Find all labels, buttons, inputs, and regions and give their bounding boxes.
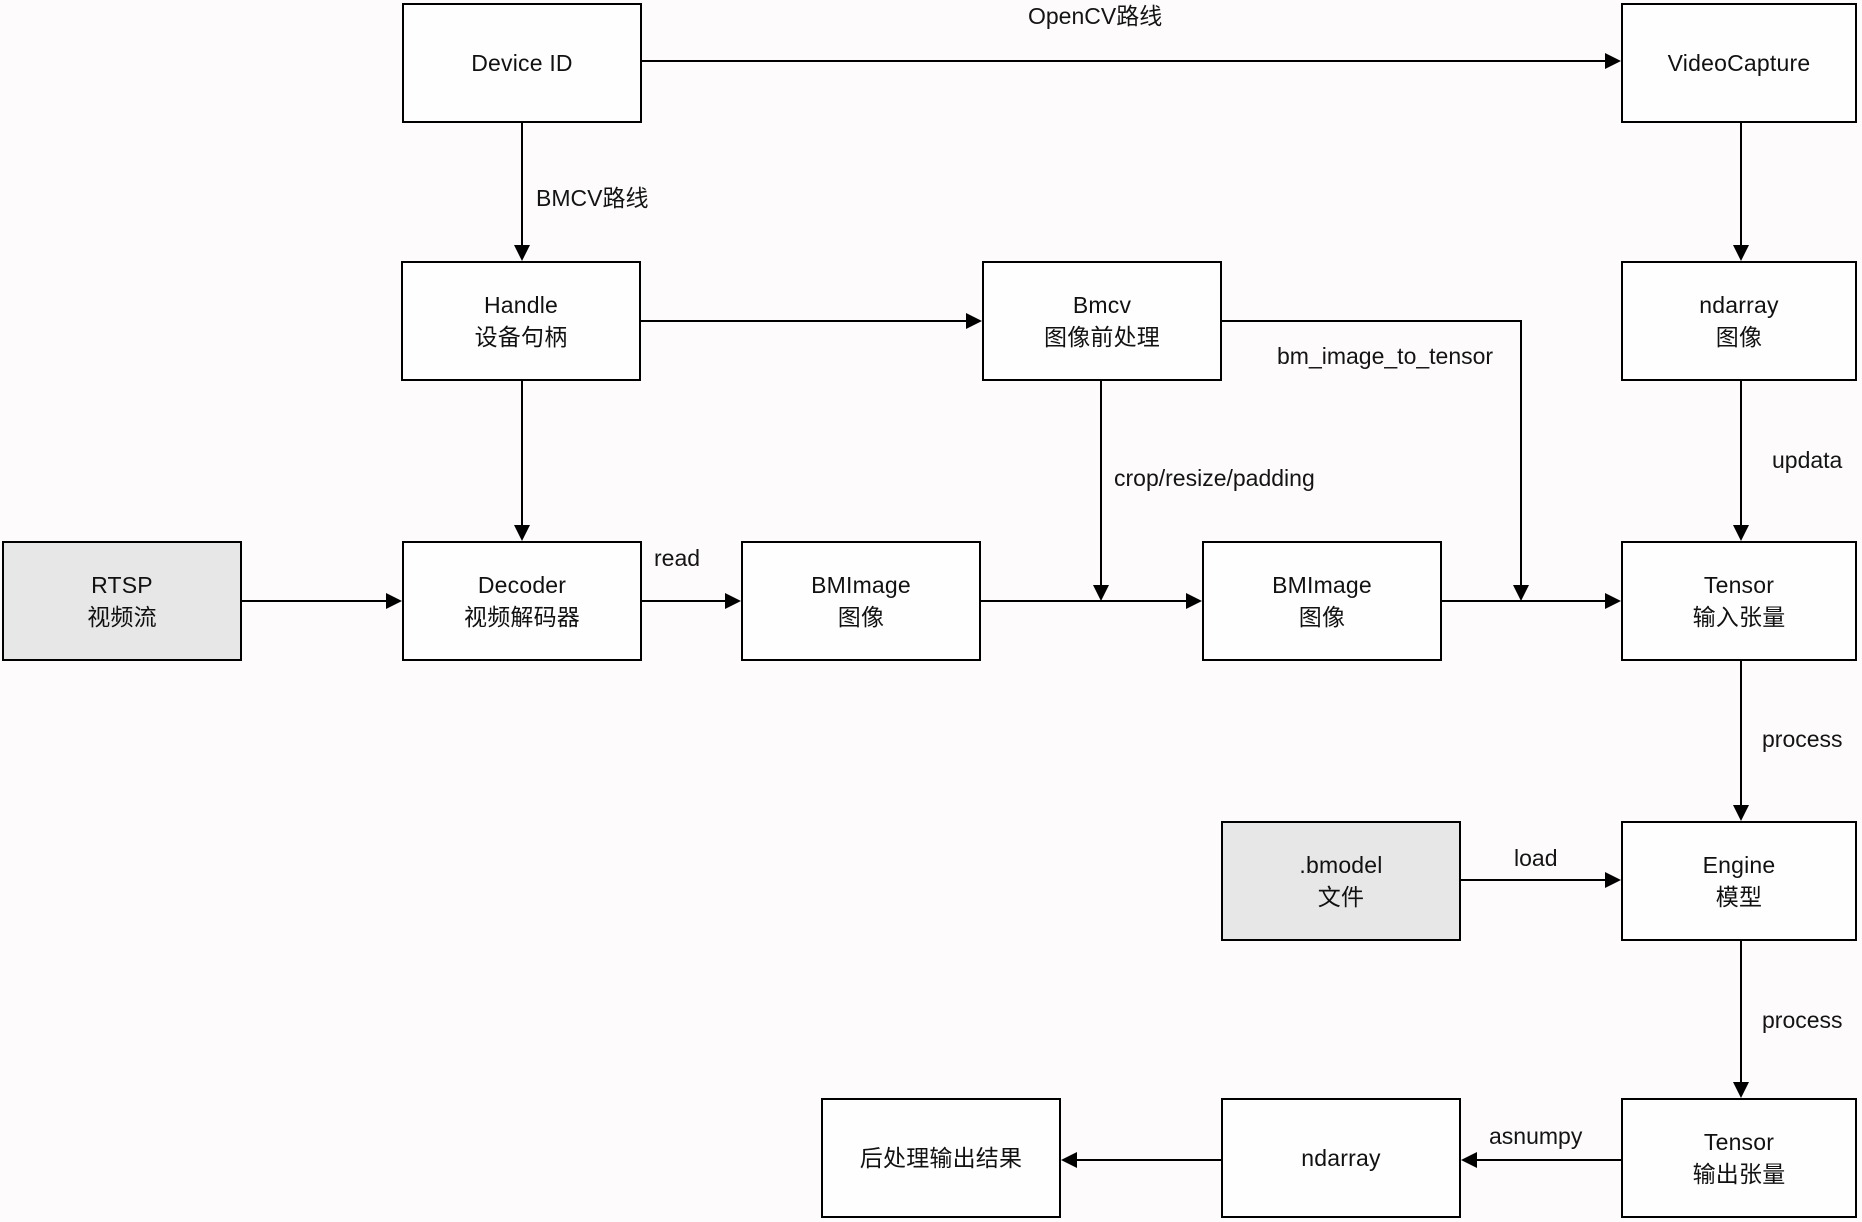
node-title: Tensor	[1703, 1129, 1775, 1155]
edge-engine-tensoroutput-line	[1740, 941, 1742, 1082]
arrowhead-down-icon	[1733, 1082, 1749, 1098]
edge-label-opencv-route: OpenCV路线	[1028, 3, 1163, 29]
edge-ndarray-postprocess-line	[1077, 1159, 1221, 1161]
node-title: Handle	[483, 292, 559, 318]
node-postprocess-result: 后处理输出结果	[821, 1098, 1061, 1218]
edge-label-bmcv-route: BMCV路线	[536, 185, 649, 211]
node-device-id: Device ID	[402, 3, 642, 123]
node-ndarray-image: ndarray 图像	[1621, 261, 1857, 381]
edge-bmodel-engine-line	[1461, 879, 1605, 881]
node-title: BMImage	[1272, 572, 1372, 598]
arrowhead-down-icon	[1733, 245, 1749, 261]
edge-label-crop-resize-padding: crop/resize/padding	[1114, 465, 1315, 491]
edge-deviceid-handle-line	[521, 123, 523, 245]
node-tensor-output: Tensor 输出张量	[1621, 1098, 1857, 1218]
node-title: ndarray	[1301, 1145, 1381, 1171]
node-subtitle: 图像前处理	[1044, 324, 1160, 350]
node-subtitle: 图像	[837, 604, 885, 630]
node-handle: Handle 设备句柄	[401, 261, 641, 381]
node-title: 后处理输出结果	[859, 1145, 1023, 1171]
node-ndarray-output: ndarray	[1221, 1098, 1461, 1218]
node-bmimage-1: BMImage 图像	[741, 541, 981, 661]
node-videocapture: VideoCapture	[1621, 3, 1857, 123]
node-title: .bmodel	[1299, 852, 1383, 878]
arrowhead-down-icon	[1733, 525, 1749, 541]
node-title: Device ID	[471, 50, 573, 76]
node-subtitle: 视频解码器	[464, 604, 580, 630]
edge-deviceid-videocapture-line	[642, 60, 1605, 62]
edge-label-updata: updata	[1772, 447, 1843, 473]
arrowhead-down-icon	[514, 245, 530, 261]
arrowhead-right-icon	[725, 593, 741, 609]
node-subtitle: 输出张量	[1692, 1161, 1786, 1187]
node-subtitle: 视频流	[87, 604, 157, 630]
arrowhead-right-icon	[966, 313, 982, 329]
arrowhead-down-icon	[1733, 805, 1749, 821]
edge-label-load: load	[1514, 845, 1558, 871]
edge-ndarray-tensorinput-line	[1740, 381, 1742, 525]
edge-bmimage1-bmimage2-line	[981, 600, 1186, 602]
node-title: BMImage	[811, 572, 911, 598]
arrowhead-right-icon	[1186, 593, 1202, 609]
edge-tensorinput-engine-line	[1740, 661, 1742, 805]
edge-bmcv-tensor-hsegment	[1222, 320, 1522, 322]
edge-label-asnumpy: asnumpy	[1489, 1123, 1583, 1149]
node-bmodel: .bmodel 文件	[1221, 821, 1461, 941]
node-decoder: Decoder 视频解码器	[402, 541, 642, 661]
arrowhead-down-icon	[514, 525, 530, 541]
node-subtitle: 模型	[1715, 884, 1763, 910]
node-subtitle: 图像	[1298, 604, 1346, 630]
node-subtitle: 输入张量	[1692, 604, 1786, 630]
arrowhead-right-icon	[1605, 872, 1621, 888]
node-rtsp: RTSP 视频流	[2, 541, 242, 661]
node-subtitle: 设备句柄	[474, 324, 568, 350]
node-bmcv: Bmcv 图像前处理	[982, 261, 1222, 381]
arrowhead-down-icon	[1513, 585, 1529, 601]
arrowhead-left-icon	[1461, 1152, 1477, 1168]
arrowhead-left-icon	[1061, 1152, 1077, 1168]
node-title: ndarray	[1699, 292, 1779, 318]
node-title: RTSP	[91, 572, 153, 598]
node-tensor-input: Tensor 输入张量	[1621, 541, 1857, 661]
edge-bmcv-crop-line	[1100, 381, 1102, 585]
node-title: Tensor	[1703, 572, 1775, 598]
node-subtitle: 图像	[1715, 324, 1763, 350]
node-bmimage-2: BMImage 图像	[1202, 541, 1442, 661]
edge-bmimage2-tensorinput-line	[1442, 600, 1605, 602]
edge-rtsp-decoder-line	[242, 600, 386, 602]
arrowhead-right-icon	[1605, 593, 1621, 609]
node-title: Bmcv	[1072, 292, 1132, 318]
node-title: Engine	[1702, 852, 1776, 878]
edge-label-process-top: process	[1762, 726, 1843, 752]
node-engine: Engine 模型	[1621, 821, 1857, 941]
arrowhead-right-icon	[1605, 53, 1621, 69]
edge-label-bm-image-to-tensor: bm_image_to_tensor	[1277, 343, 1494, 369]
edge-tensoroutput-ndarray-line	[1477, 1159, 1621, 1161]
arrowhead-right-icon	[386, 593, 402, 609]
edge-label-process-bottom: process	[1762, 1007, 1843, 1033]
edge-handle-bmcv-line	[641, 320, 966, 322]
edge-videocapture-ndarray-line	[1740, 123, 1742, 245]
arrowhead-down-icon	[1093, 585, 1109, 601]
edge-bmcv-tensor-vsegment	[1520, 320, 1522, 585]
edge-label-read: read	[654, 545, 701, 571]
edge-handle-decoder-line	[521, 381, 523, 525]
node-title: VideoCapture	[1667, 50, 1811, 76]
edge-decoder-bmimage1-line	[642, 600, 725, 602]
node-subtitle: 文件	[1317, 884, 1365, 910]
node-title: Decoder	[477, 572, 567, 598]
